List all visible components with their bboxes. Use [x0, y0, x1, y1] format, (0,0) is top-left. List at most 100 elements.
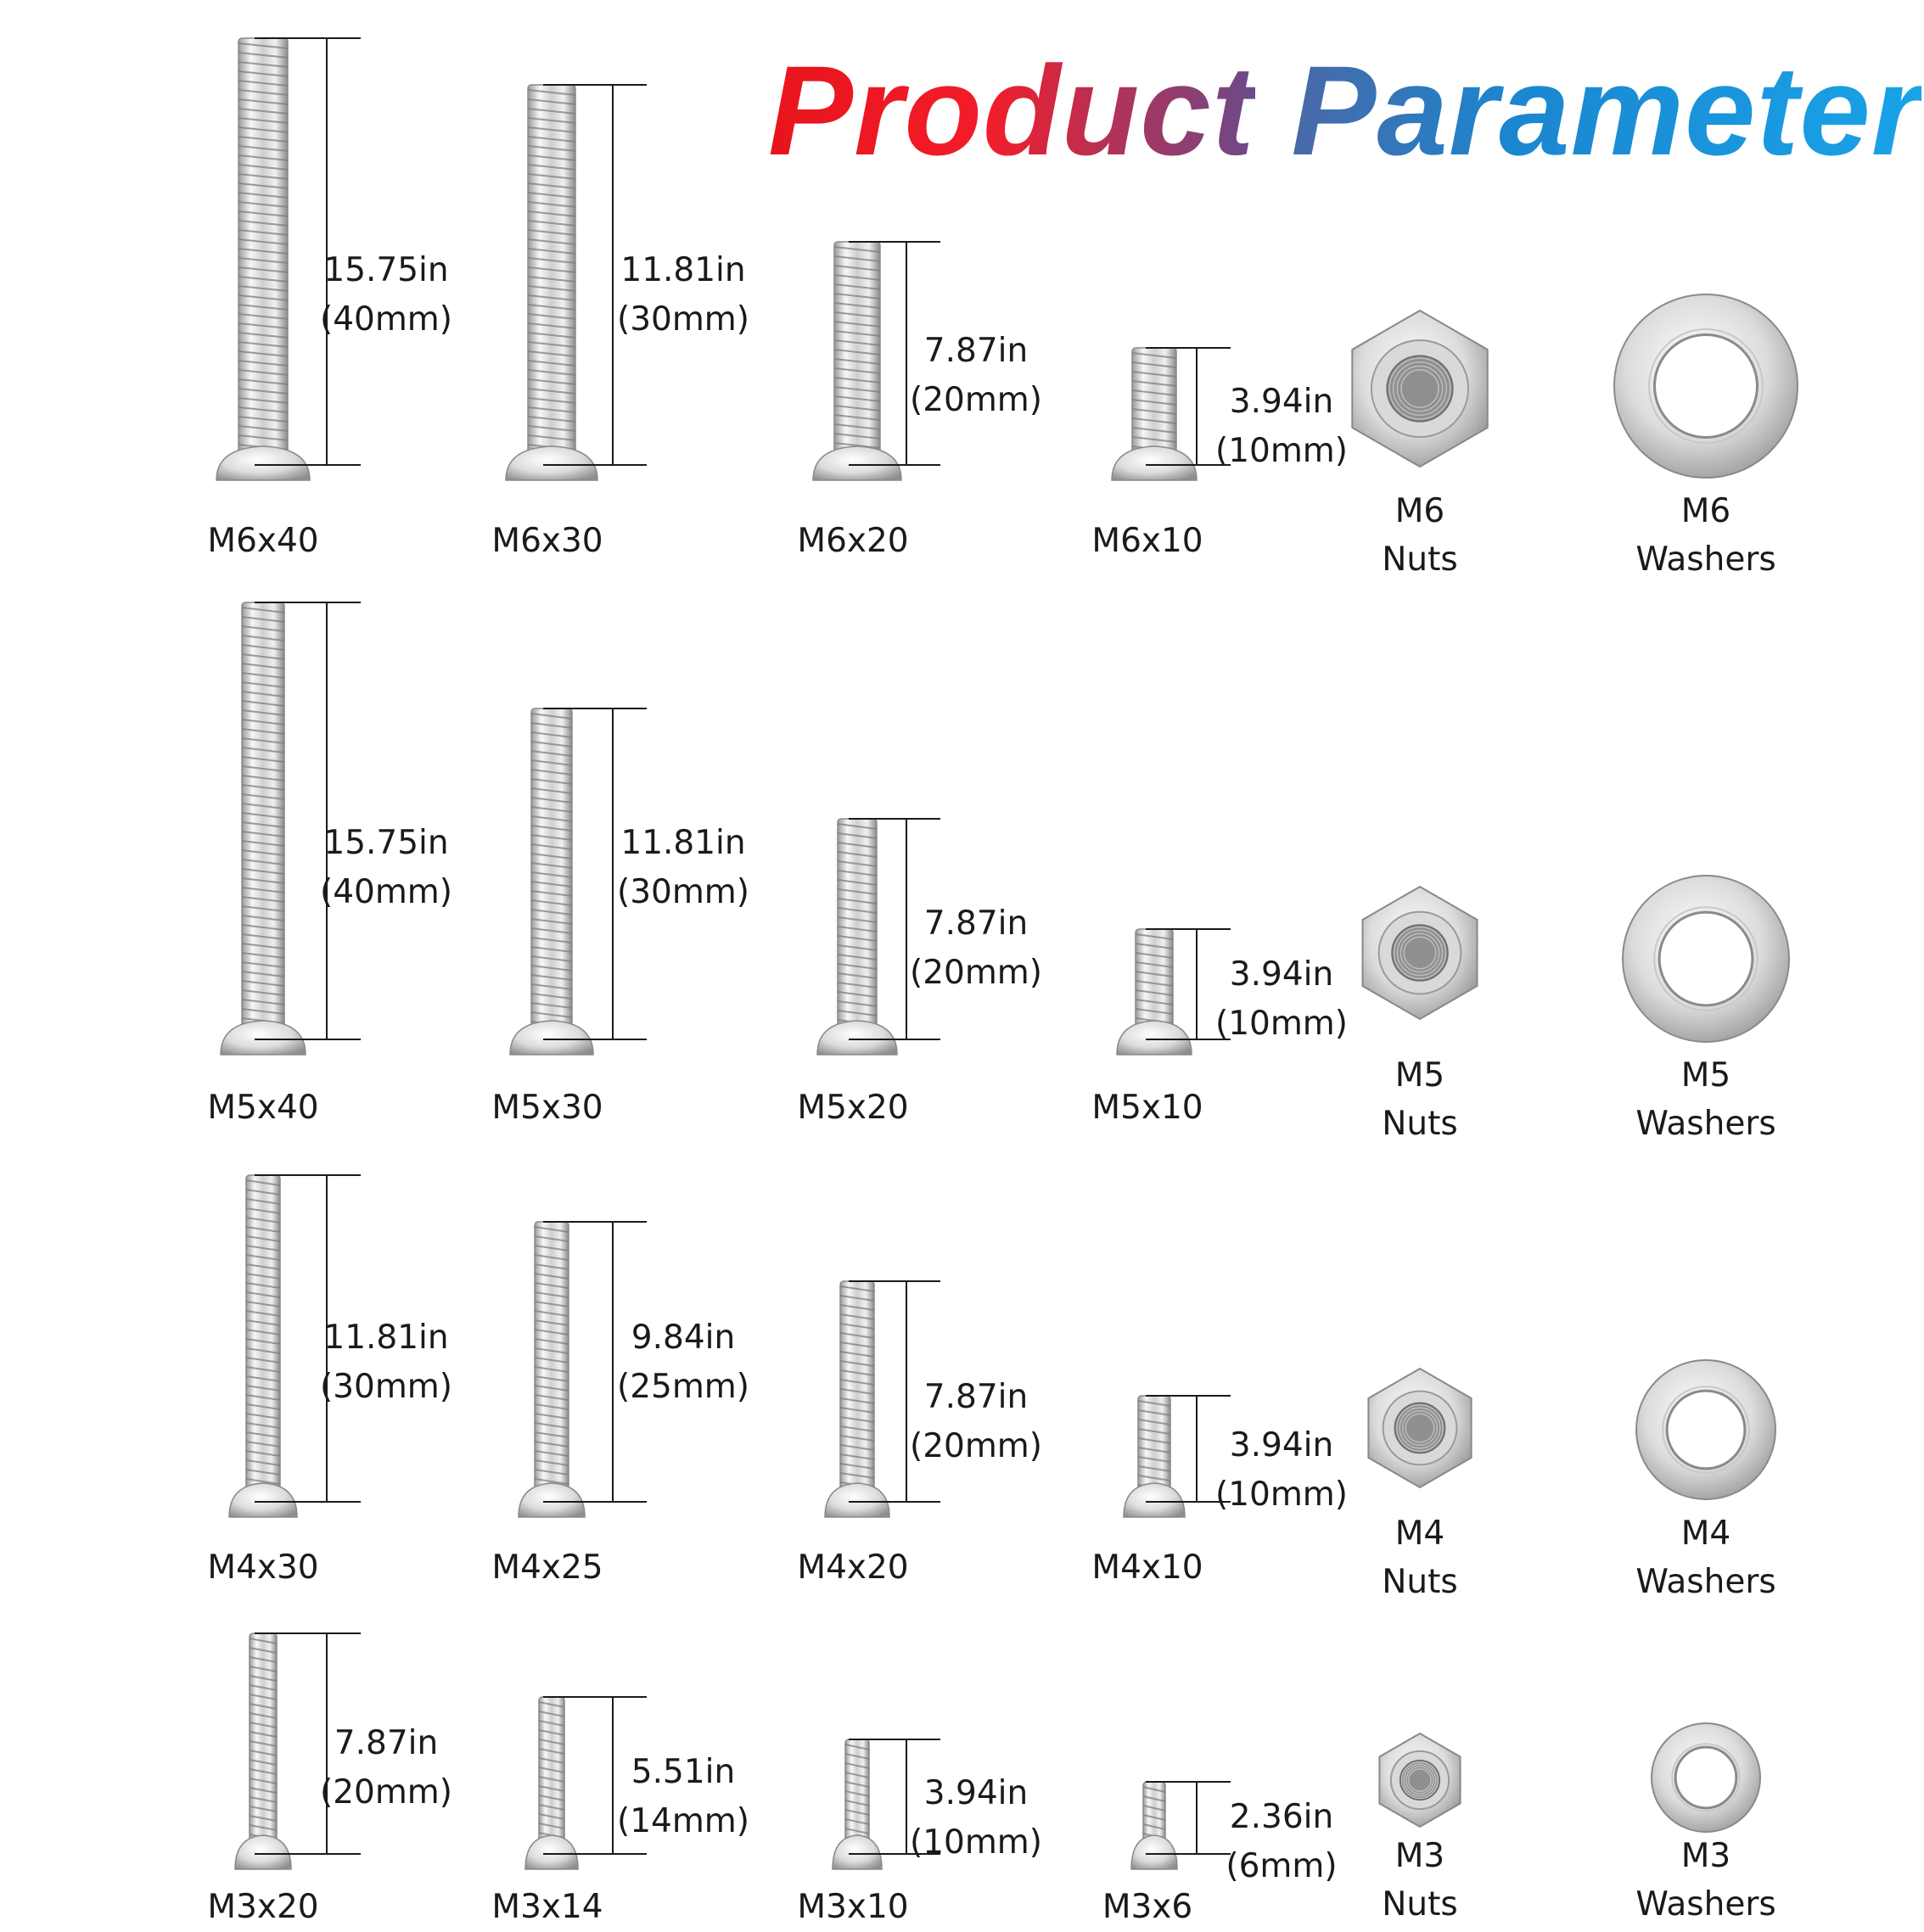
length-inches: 2.36in — [1229, 1798, 1334, 1836]
screw-measurement: 7.87in(20mm) — [910, 327, 1042, 424]
screw-m6x10-image — [1111, 347, 1231, 481]
nut-m6-image — [1351, 309, 1489, 468]
nut-size-label: M6 — [1394, 492, 1445, 530]
screw-label: M6x40 — [207, 522, 319, 560]
washer-name-label: Washers — [1635, 1105, 1776, 1143]
screw-head — [832, 1834, 883, 1870]
screw-measurement: 3.94in(10mm) — [1215, 1421, 1348, 1519]
length-mm: (10mm) — [1214, 1475, 1349, 1514]
nut-m5-image — [1361, 885, 1478, 1021]
nut-name-label: Nuts — [1382, 540, 1458, 579]
length-mm: (40mm) — [319, 872, 453, 911]
length-mm: (20mm) — [909, 953, 1043, 992]
screw-measurement: 3.94in(10mm) — [1215, 950, 1348, 1048]
length-mm: (30mm) — [616, 872, 750, 911]
screw-head — [518, 1482, 586, 1518]
length-inches: 5.51in — [631, 1753, 736, 1791]
screw-head — [509, 1020, 594, 1056]
length-inches: 11.81in — [620, 251, 746, 289]
washer-size-label: M3 — [1680, 1837, 1731, 1875]
length-mm: (30mm) — [319, 1367, 453, 1406]
screw-head — [1116, 1020, 1192, 1056]
screw-measurement: 7.87in(20mm) — [320, 1719, 452, 1817]
screw-label: M4x25 — [491, 1548, 603, 1587]
screw-head — [524, 1834, 579, 1870]
screw-head — [220, 1020, 306, 1056]
screw-label: M5x40 — [207, 1089, 319, 1127]
washer-size-label: M5 — [1680, 1056, 1731, 1095]
screw-label: M6x10 — [1091, 522, 1203, 560]
screw-head — [228, 1482, 298, 1518]
screw-measurement: 15.75in (40mm) — [320, 819, 452, 916]
screw-label: M5x30 — [491, 1089, 603, 1127]
screw-label: M4x10 — [1091, 1548, 1203, 1587]
screw-head — [505, 445, 598, 481]
screw-head — [234, 1834, 292, 1870]
screw-head — [824, 1482, 890, 1518]
screw-shaft — [530, 708, 573, 1032]
screw-label: M5x20 — [797, 1089, 909, 1127]
washer-name-label: Washers — [1635, 1885, 1776, 1924]
title-word-parameter: Parameter — [1291, 39, 1922, 182]
screw-m5x40-image — [220, 602, 361, 1056]
screw-m5x30-image — [509, 708, 647, 1056]
screw-measurement: 9.84in(25mm) — [617, 1313, 749, 1411]
screw-m3x6-image — [1130, 1781, 1231, 1870]
screw-measurement: 11.81in (30mm) — [617, 246, 749, 344]
length-inches: 7.87in — [923, 332, 1029, 370]
screw-head — [1130, 1834, 1178, 1870]
length-mm: (30mm) — [616, 300, 750, 339]
washer-size-label: M4 — [1680, 1515, 1731, 1553]
screw-m4x25-image — [518, 1221, 647, 1518]
length-mm: (6mm) — [1226, 1846, 1338, 1885]
screw-label: M3x20 — [207, 1888, 319, 1926]
screw-label: M3x14 — [491, 1888, 603, 1926]
screw-measurement: 7.87in(20mm) — [910, 899, 1042, 997]
screw-shaft — [837, 818, 878, 1032]
length-mm: (14mm) — [616, 1801, 750, 1840]
washer-m5-image — [1622, 875, 1790, 1043]
screw-shaft — [839, 1280, 875, 1494]
screw-m6x30-image — [505, 84, 647, 481]
screw-m3x10-image — [832, 1739, 940, 1870]
screw-label: M4x20 — [797, 1548, 909, 1587]
screw-m4x30-image — [228, 1174, 361, 1518]
screw-head — [1111, 445, 1198, 481]
screw-head — [812, 445, 902, 481]
nut-m4-image — [1367, 1367, 1472, 1489]
washer-m3-image — [1651, 1722, 1761, 1833]
screw-measurement: 15.75in(40mm) — [320, 246, 452, 344]
length-mm: (10mm) — [1214, 1004, 1349, 1043]
screw-measurement: 3.94in(10mm) — [1215, 378, 1348, 475]
screw-m5x10-image — [1116, 928, 1231, 1056]
screw-m4x20-image — [824, 1280, 940, 1518]
screw-label: M5x10 — [1091, 1089, 1203, 1127]
screw-label: M4x30 — [207, 1548, 319, 1587]
nut-size-label: M5 — [1394, 1056, 1445, 1095]
washer-m6-image — [1613, 294, 1798, 479]
length-inches: 7.87in — [923, 1378, 1029, 1416]
length-mm: (20mm) — [909, 1426, 1043, 1465]
screw-head — [1123, 1482, 1186, 1518]
length-inches: 11.81in — [323, 1319, 449, 1357]
washer-size-label: M6 — [1680, 492, 1731, 530]
screw-head — [216, 445, 311, 481]
screw-m6x20-image — [812, 241, 940, 481]
screw-head — [816, 1020, 898, 1056]
screw-label: M3x10 — [797, 1888, 909, 1926]
length-inches: 9.84in — [631, 1319, 736, 1357]
screw-measurement: 2.36in (6mm) — [1226, 1793, 1337, 1890]
length-inches: 15.75in — [323, 824, 449, 862]
length-inches: 15.75in — [323, 251, 449, 289]
screw-measurement: 5.51in (14mm) — [617, 1748, 749, 1845]
length-mm: (20mm) — [319, 1772, 453, 1812]
nut-m3-image — [1378, 1732, 1461, 1828]
screw-m3x20-image — [234, 1632, 361, 1870]
screw-measurement: 7.87in (20mm) — [910, 1373, 1042, 1470]
washer-name-label: Washers — [1635, 1563, 1776, 1601]
screw-label: M6x30 — [491, 522, 603, 560]
screw-label: M3x6 — [1102, 1888, 1193, 1926]
length-inches: 11.81in — [620, 824, 746, 862]
nut-size-label: M4 — [1394, 1515, 1445, 1553]
